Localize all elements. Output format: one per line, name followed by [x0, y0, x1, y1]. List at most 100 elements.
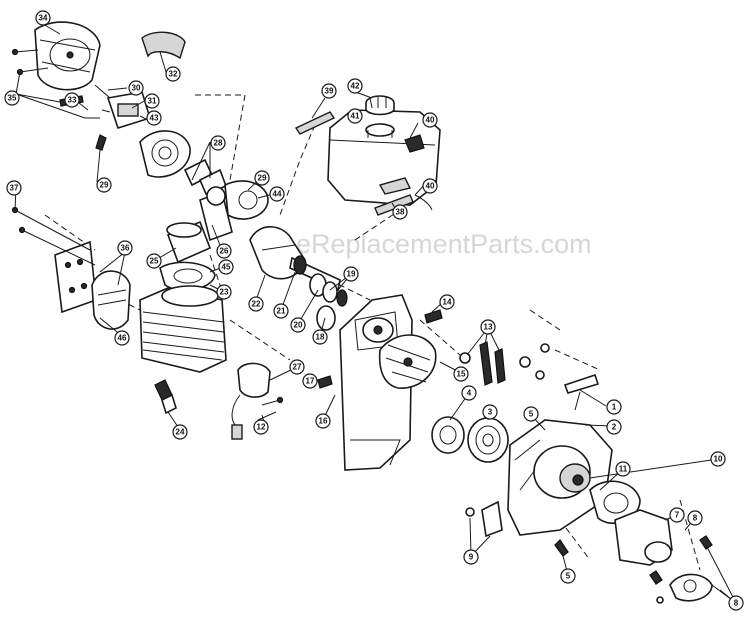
module-screws [257, 396, 284, 421]
svg-text:33: 33 [68, 96, 77, 105]
svg-text:20: 20 [294, 321, 303, 330]
callout-26: 26 [216, 243, 232, 259]
svg-text:9: 9 [469, 553, 474, 562]
callout-29a: 29 [96, 177, 112, 193]
callout-46: 46 [114, 330, 130, 346]
callout-28: 28 [210, 135, 226, 151]
ignition-module [231, 362, 271, 440]
callout-45: 45 [218, 259, 234, 275]
starter-pulley [431, 416, 465, 454]
carburetor-adapter [139, 130, 191, 178]
callout-3: 3 [482, 404, 498, 420]
svg-text:45: 45 [222, 263, 231, 272]
svg-text:8: 8 [693, 514, 698, 523]
svg-text:26: 26 [220, 247, 229, 256]
callout-25: 25 [146, 253, 162, 269]
svg-text:13: 13 [484, 323, 493, 332]
svg-text:2: 2 [612, 423, 617, 432]
callout-41: 41 [347, 108, 363, 124]
watermark-text: eReplacementParts.com [296, 229, 592, 259]
fuel-tank [327, 109, 441, 206]
connecting-rod [199, 186, 233, 242]
housing-clamp [669, 573, 713, 602]
svg-text:30: 30 [132, 84, 141, 93]
callout-16: 16 [315, 413, 331, 429]
callout-38: 38 [392, 204, 408, 220]
svg-text:34: 34 [39, 14, 48, 23]
callout-9: 9 [463, 549, 479, 565]
svg-text:21: 21 [277, 307, 286, 316]
svg-text:36: 36 [121, 244, 130, 253]
svg-text:3: 3 [488, 408, 493, 417]
starter-handle [563, 373, 600, 411]
callout-33: 33 [64, 92, 80, 108]
callout-5a: 5 [523, 406, 539, 422]
callout-4: 4 [461, 385, 477, 401]
svg-text:42: 42 [351, 82, 360, 91]
air-filter-cover [34, 21, 101, 91]
gasket-29-44 [224, 180, 269, 220]
callout-20: 20 [290, 317, 306, 333]
svg-text:12: 12 [257, 423, 266, 432]
callout-40b: 40 [422, 178, 438, 194]
callout-10: 10 [710, 451, 726, 467]
callout-35: 35 [4, 90, 20, 106]
svg-text:29: 29 [258, 174, 267, 183]
callout-22: 22 [248, 296, 264, 312]
crankcase-screws [317, 309, 443, 389]
clutch-drum [589, 480, 641, 524]
svg-text:14: 14 [443, 298, 452, 307]
spark-plug [154, 379, 177, 415]
svg-text:38: 38 [396, 208, 405, 217]
svg-text:35: 35 [8, 94, 17, 103]
callout-42: 42 [347, 78, 363, 94]
starter-housing [507, 419, 613, 536]
rewind-spring [467, 417, 509, 463]
svg-text:15: 15 [457, 370, 466, 379]
callout-19: 19 [343, 266, 359, 282]
svg-text:24: 24 [176, 428, 185, 437]
svg-text:25: 25 [150, 257, 159, 266]
callout-30: 30 [128, 80, 144, 96]
air-filter-element [141, 31, 186, 60]
callout-23: 23 [216, 284, 232, 300]
svg-text:10: 10 [714, 455, 723, 464]
flywheel [378, 334, 437, 389]
svg-text:8: 8 [734, 599, 739, 608]
callout-43: 43 [146, 110, 162, 126]
callout-29b: 29 [254, 170, 270, 186]
piston [166, 220, 212, 264]
svg-text:5: 5 [529, 410, 534, 419]
assembly-dashed-lines [44, 94, 701, 571]
callout-numbers: 34 35 32 33 30 31 43 29 28 39 42 41 40 4… [4, 10, 744, 611]
callout-11: 11 [615, 461, 631, 477]
callout-17: 17 [302, 373, 318, 389]
leader-lines [14, 23, 737, 604]
long-bolts-37 [11, 206, 96, 266]
muffler [91, 270, 131, 330]
callout-5b: 5 [560, 568, 576, 584]
svg-text:18: 18 [316, 333, 325, 342]
exhaust-plate [54, 240, 97, 314]
svg-text:40: 40 [426, 182, 435, 191]
svg-text:16: 16 [319, 417, 328, 426]
svg-text:43: 43 [150, 114, 159, 123]
svg-text:40: 40 [426, 116, 435, 125]
svg-text:29: 29 [100, 181, 109, 190]
tank-strap-39 [294, 111, 336, 135]
callout-37: 37 [6, 180, 22, 196]
fuel-cap [365, 95, 395, 116]
callout-27: 27 [289, 359, 305, 375]
callout-1: 1 [606, 399, 622, 415]
callout-21: 21 [273, 303, 289, 319]
callout-15: 15 [453, 366, 469, 382]
svg-text:31: 31 [148, 97, 157, 106]
callout-18: 18 [312, 329, 328, 345]
svg-text:32: 32 [169, 70, 178, 79]
callout-13: 13 [480, 319, 496, 335]
svg-text:22: 22 [252, 300, 261, 309]
bearings-seals [309, 273, 348, 331]
svg-text:27: 27 [293, 363, 302, 372]
drive-housing [614, 509, 673, 566]
